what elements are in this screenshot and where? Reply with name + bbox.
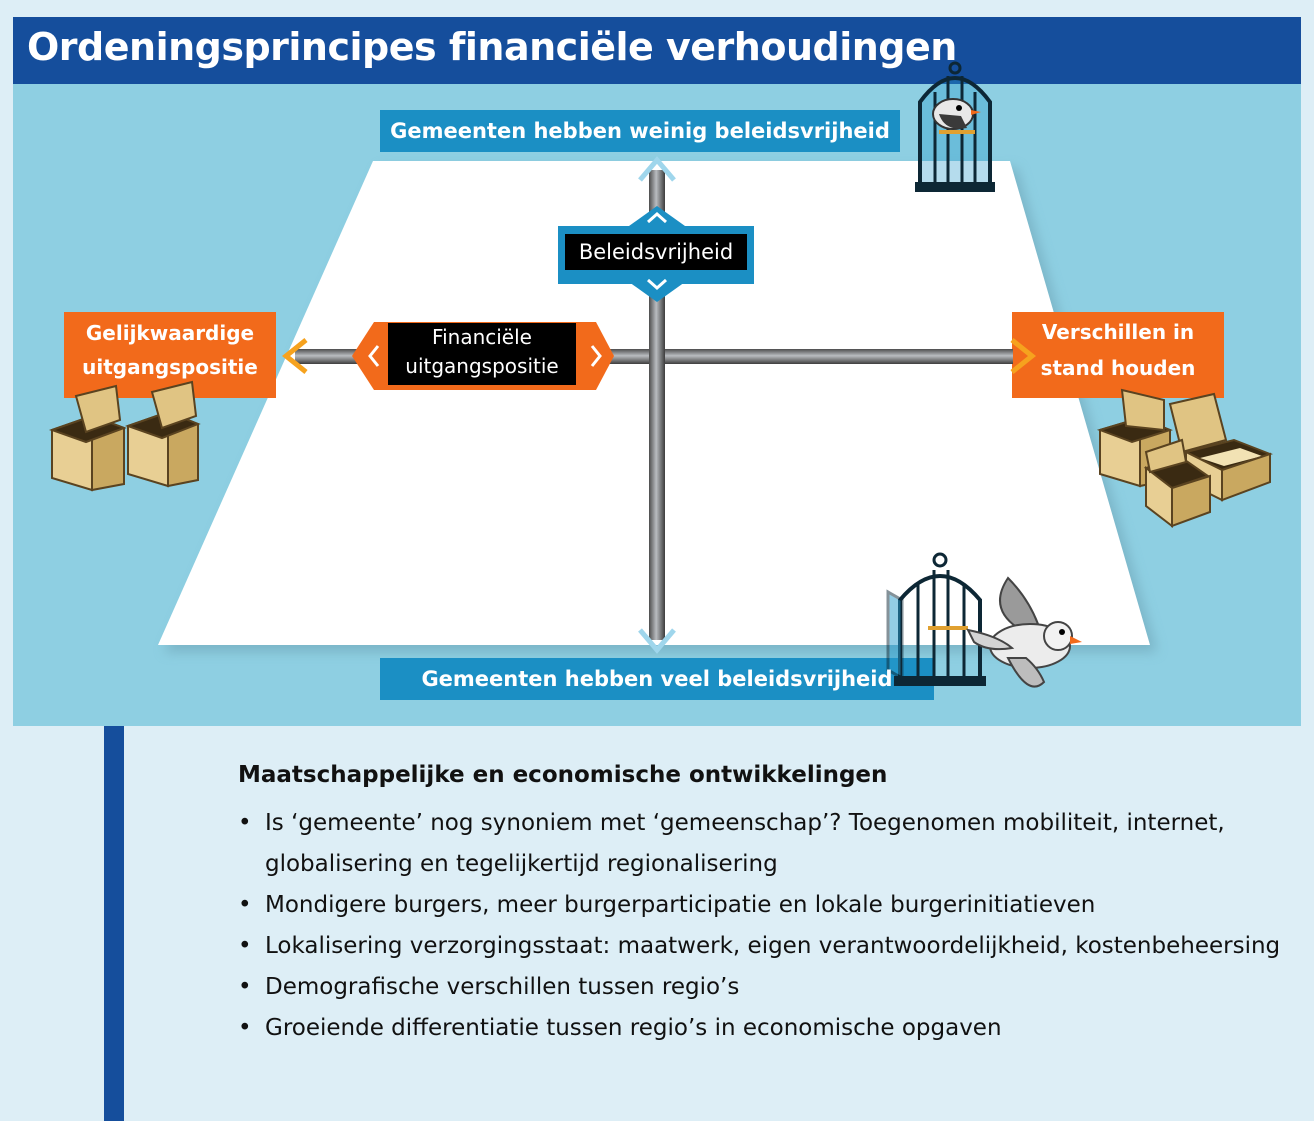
- vertical-axis-badge: [558, 206, 754, 302]
- developments-title: Maatschappelijke en economische ontwikke…: [238, 762, 888, 788]
- list-item-text: Is ‘gemeente’ nog synoniem met ‘gemeensc…: [265, 810, 1225, 877]
- top-label-box: [380, 110, 900, 152]
- list-item-text: Groeiende differentiatie tussen regio’s …: [265, 1015, 1002, 1041]
- list-item-text: Lokalisering verzorgingsstaat: maatwerk,…: [265, 933, 1281, 959]
- left-label: Gelijkwaardige uitgangspositie: [64, 312, 276, 398]
- left-label-line2: uitgangspositie: [82, 355, 258, 379]
- horizontal-axis-label: Financiële uitgangspositie: [388, 323, 576, 385]
- right-label-box: [1012, 312, 1224, 398]
- diagram-canvas: [48, 61, 1273, 700]
- top-arrowhead-icon: [638, 156, 676, 182]
- horizontal-axis-badge: [352, 322, 614, 390]
- horizontal-axis-label-line2: uitgangspositie: [405, 354, 559, 378]
- list-item-text: Demografische verschillen tussen regio’s: [265, 974, 740, 1000]
- bullet-glyph: •: [238, 892, 252, 918]
- left-label-line1: Gelijkwaardige: [85, 321, 255, 345]
- right-arrowhead-icon: [1010, 338, 1037, 374]
- flying-bird-icon: [966, 576, 1082, 688]
- left-accent-rule: [104, 726, 124, 1121]
- bullet-glyph: •: [238, 974, 252, 1000]
- bullet-glyph: •: [238, 933, 252, 959]
- vertical-axis-label: Beleidsvrijheid: [578, 240, 734, 264]
- top-label: Gemeenten hebben weinig beleidsvrijheid: [390, 119, 890, 143]
- right-label-line2: stand houden: [1040, 356, 1196, 380]
- equal-boxes-icon: [48, 380, 201, 492]
- page-title: Ordeningsprincipes financiële verhouding…: [27, 25, 957, 69]
- list-item: • Groeiende differentiatie tussen regio’s…: [238, 1008, 1298, 1049]
- unequal-boxes-icon: [1096, 388, 1273, 529]
- title-bar: Ordeningsprincipes financiële verhouding…: [13, 17, 1301, 84]
- bottom-label: Gemeenten hebben veel beleidsvrijheid: [421, 667, 893, 691]
- list-item: • Lokalisering verzorgingsstaat: maatwerk…: [238, 926, 1298, 967]
- list-item: • Demografische verschillen tussen regio’…: [238, 967, 1298, 1008]
- bullet-glyph: •: [238, 810, 252, 836]
- open-cage-icon: [886, 552, 986, 686]
- bottom-label-box: [380, 658, 934, 700]
- list-item: • Is ‘gemeente’ nog synoniem met ‘gemeens…: [238, 803, 1298, 885]
- right-label-line1: Verschillen in: [1041, 320, 1195, 344]
- caged-bird-icon: [915, 61, 995, 192]
- bottom-arrowhead-icon: [638, 628, 676, 654]
- bullet-glyph: •: [238, 1015, 252, 1041]
- list-item: • Mondigere burgers, meer burgerparticipa…: [238, 885, 1298, 926]
- left-arrowhead-icon: [281, 338, 308, 374]
- left-label-box: [64, 312, 276, 398]
- right-label: Verschillen in stand houden: [1012, 312, 1224, 398]
- developments-list: • Is ‘gemeente’ nog synoniem met ‘gemeens…: [238, 803, 1298, 1049]
- horizontal-axis-label-line1: Financiële: [432, 325, 532, 349]
- list-item-text: Mondigere burgers, meer burgerparticipat…: [265, 892, 1096, 918]
